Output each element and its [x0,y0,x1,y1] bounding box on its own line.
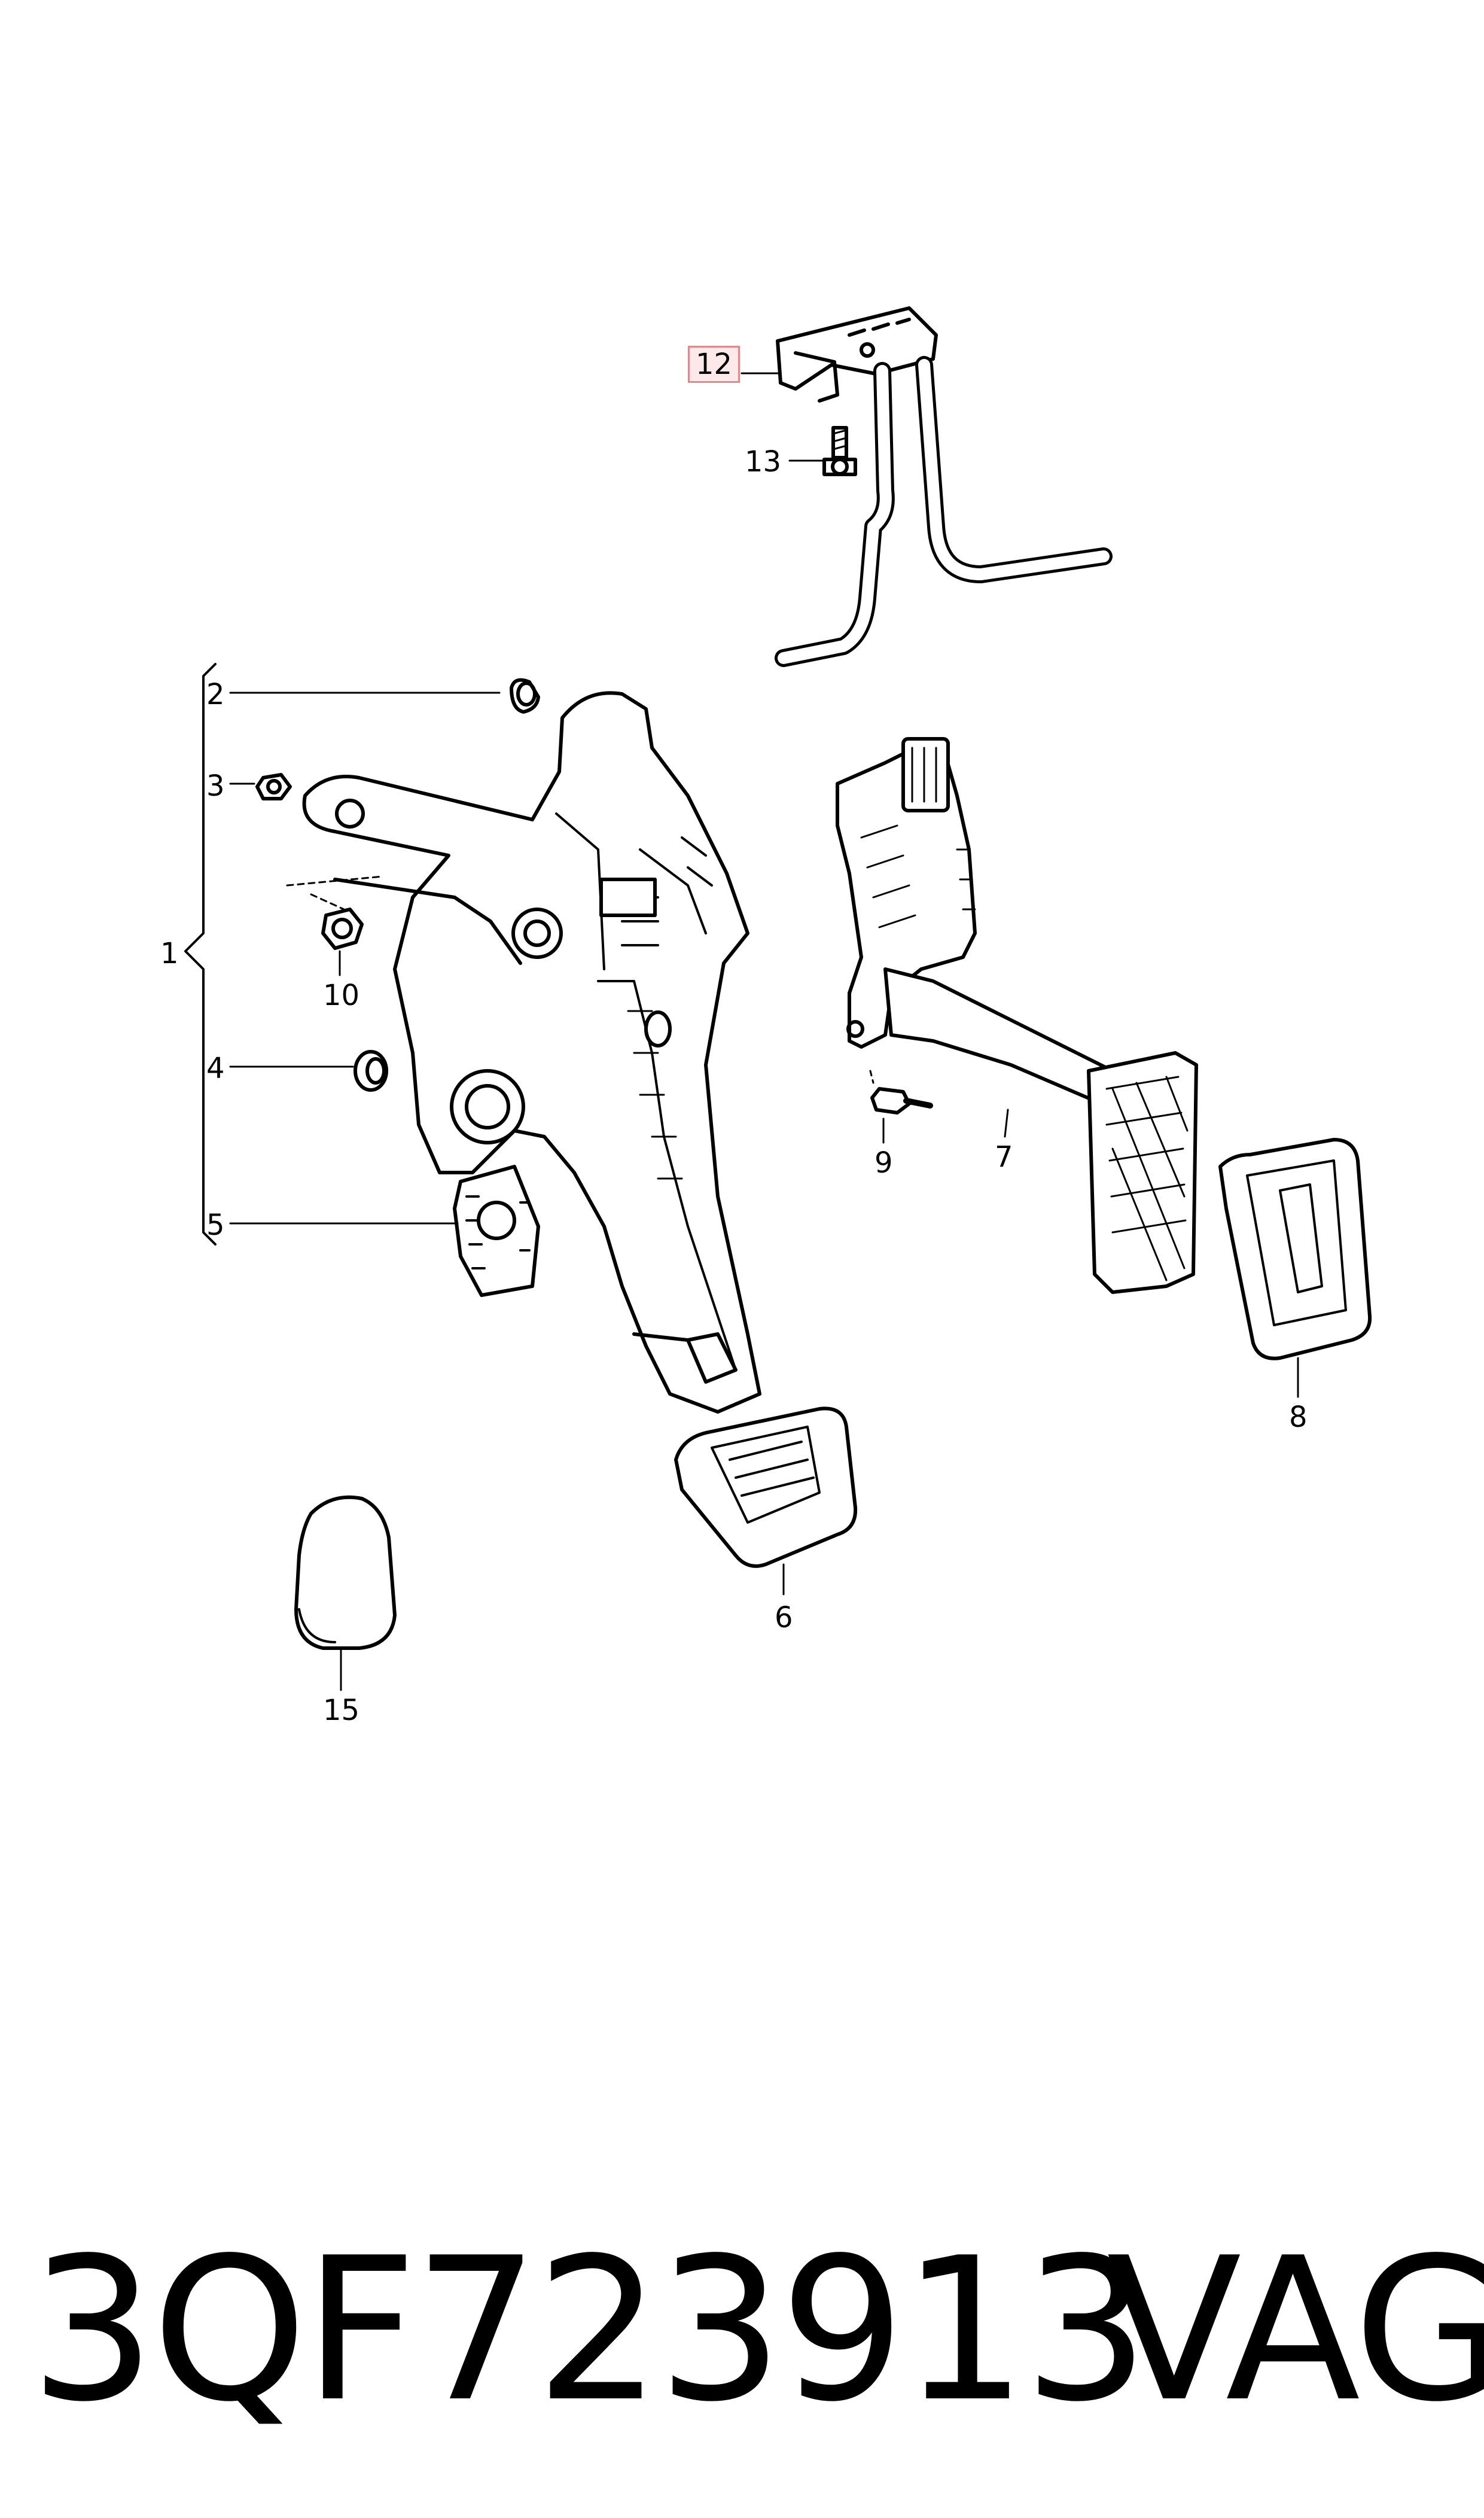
callout-1: 1 [160,937,179,970]
pedal-pad-part-6 [674,1406,858,1568]
bushing-part-4 [354,1050,388,1092]
clip-part-5 [453,1165,540,1297]
cover-cap-part-15 [294,1495,397,1650]
bolt-part-9 [870,1087,933,1115]
callout-7: 7 [995,1140,1013,1174]
nut-part-3 [255,773,292,800]
brand-caption: VAG [1107,2215,1484,2445]
accelerator-pedal-part-7 [836,737,1198,1294]
bracket-part-12 [775,306,1113,667]
callout-13: 13 [745,445,782,479]
callout-9: 9 [874,1146,893,1180]
nut-part-10 [321,908,364,950]
callout-8: 8 [1289,1400,1308,1434]
part-number-caption: 3QF723913 [30,2215,1149,2445]
callout-10: 10 [323,979,360,1012]
pedal-box-part-1 [302,691,761,1414]
callout-4: 4 [206,1052,225,1085]
callout-12-highlighted: 12 [688,346,741,383]
pedal-pad-part-8 [1218,1138,1372,1360]
leader-lines [229,372,1299,1691]
callout-6: 6 [775,1601,793,1634]
bolt-part-13 [822,426,857,476]
callout-2: 2 [206,678,225,711]
group-bracket-1 [184,663,217,1246]
callout-3: 3 [206,769,225,803]
callout-15: 15 [323,1694,360,1727]
bushing-part-2 [510,678,540,714]
callout-5: 5 [206,1208,225,1242]
